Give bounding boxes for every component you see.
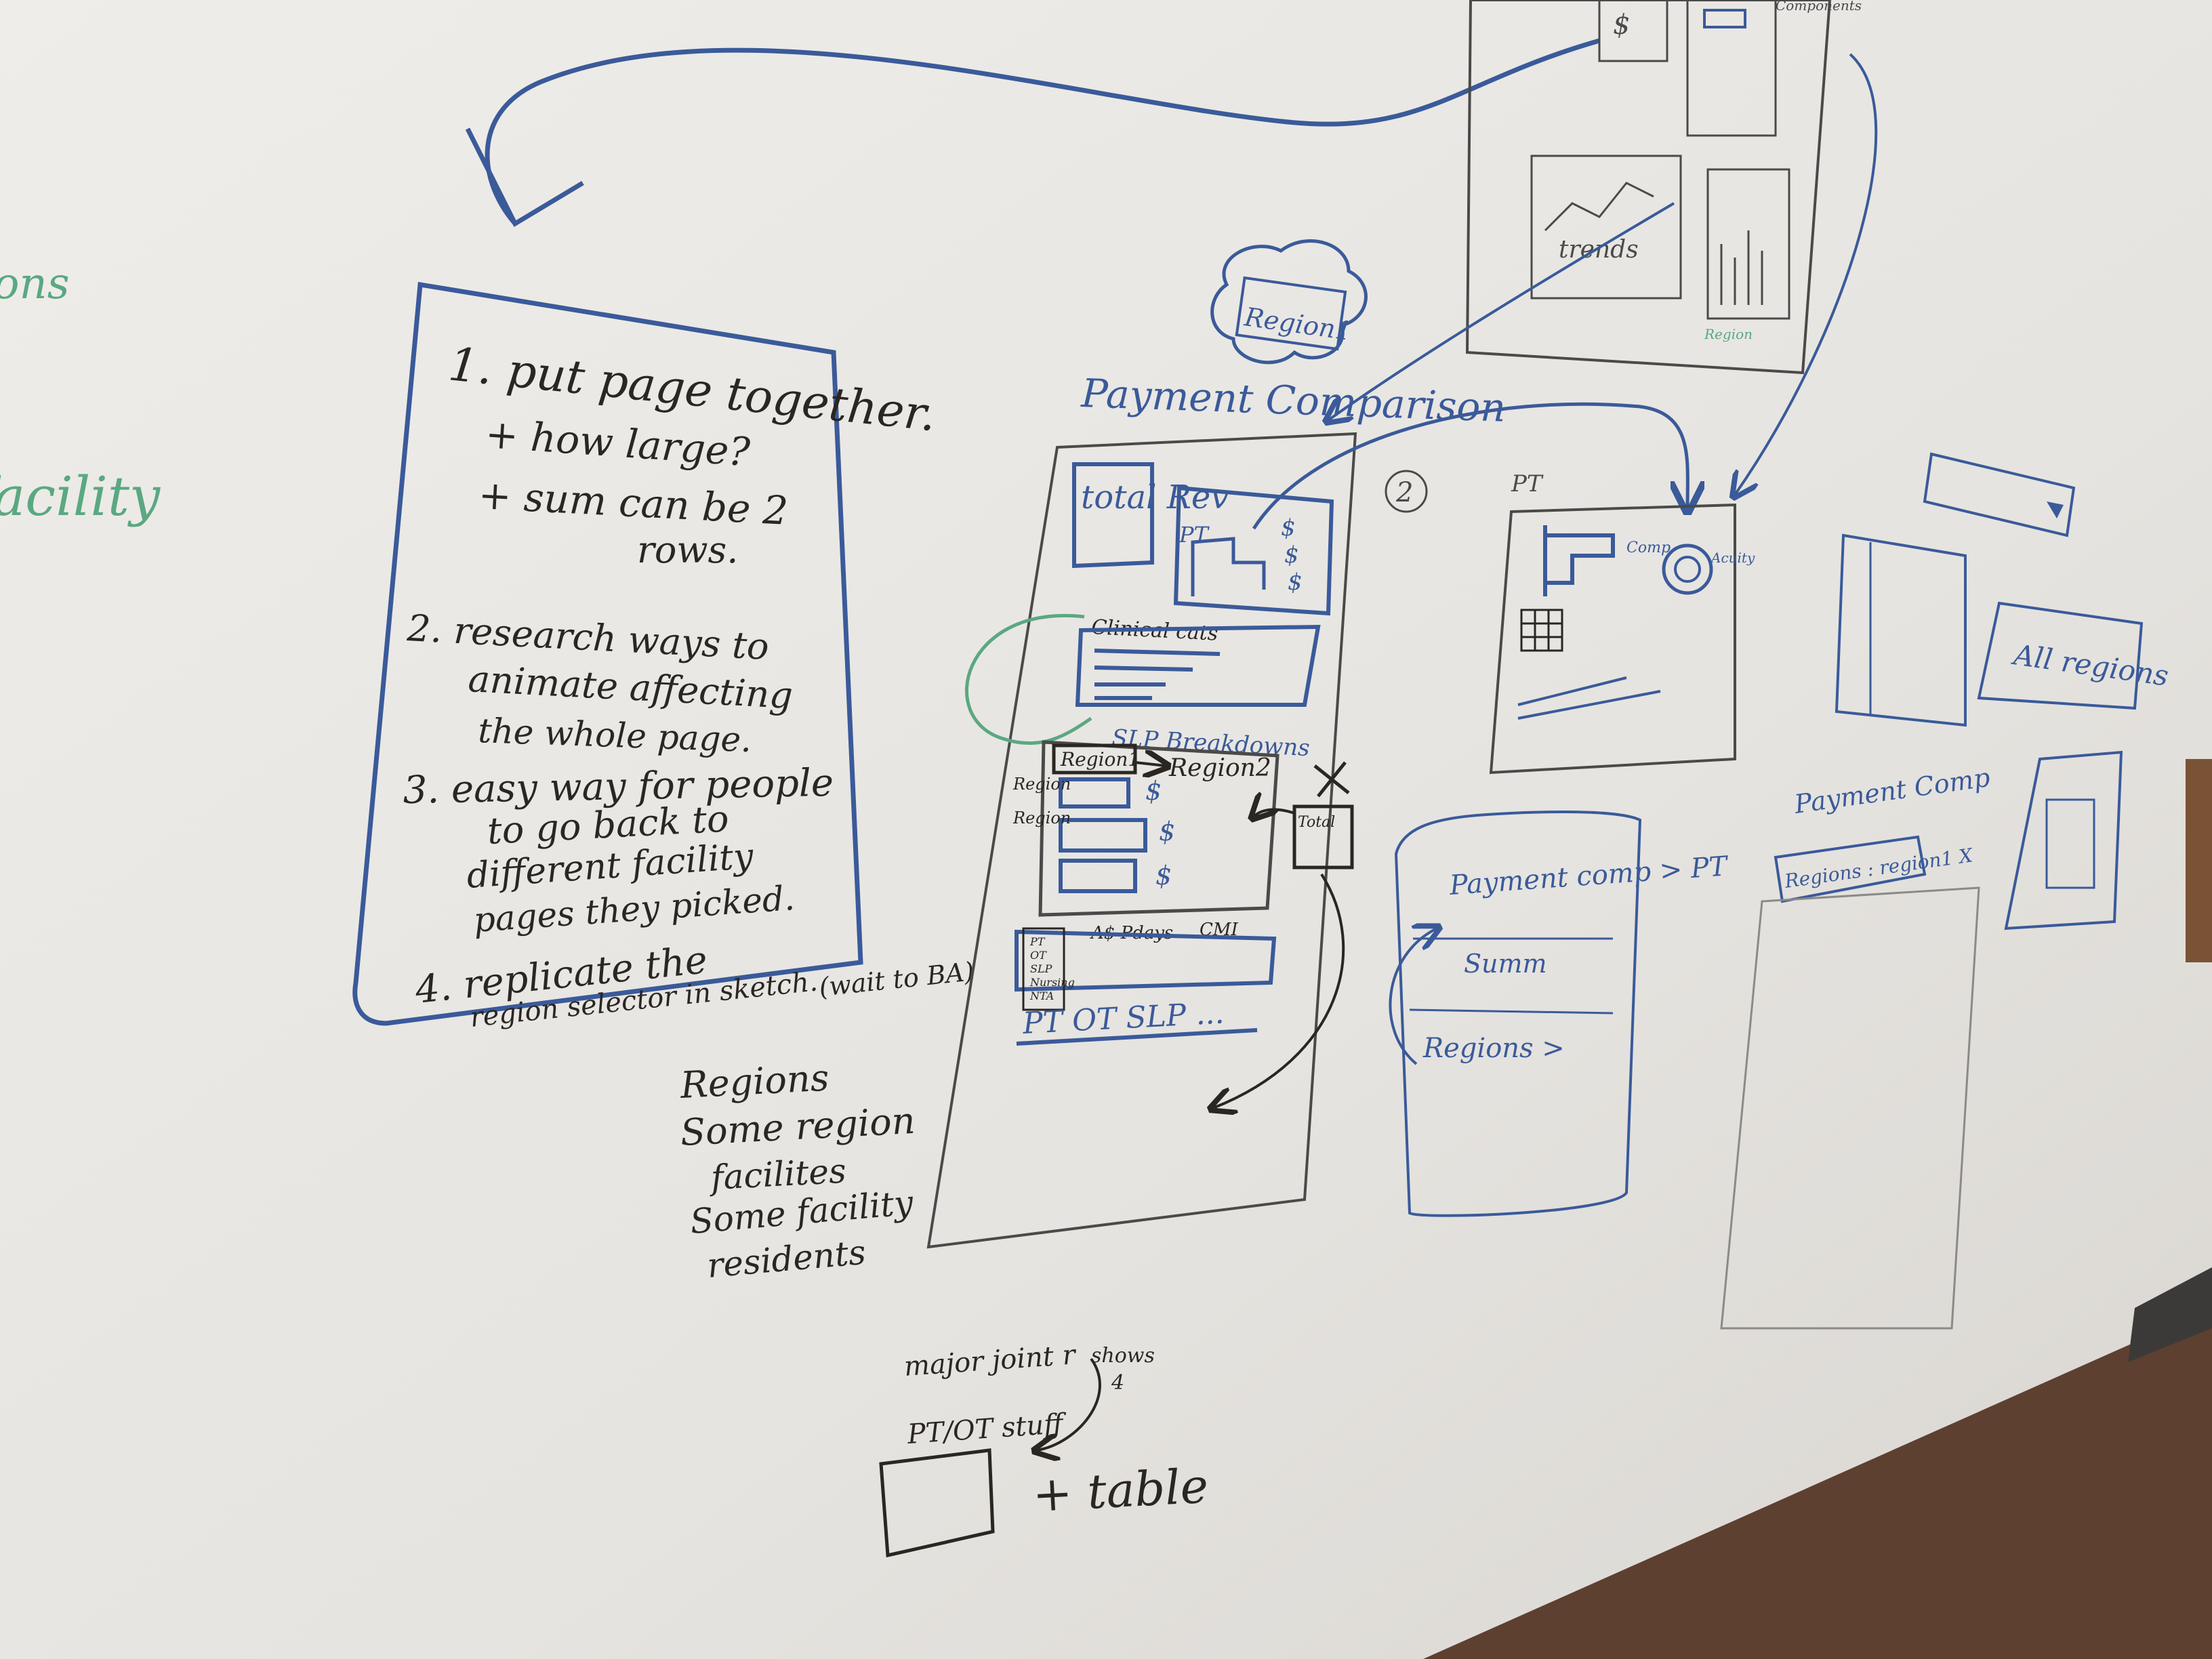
right-tall-panel	[1720, 886, 1980, 1330]
pt-dollar-2: $	[1284, 541, 1299, 569]
clinical-cats-box	[1075, 624, 1321, 707]
black-curve-arrow	[1213, 873, 1345, 1108]
left-fragment-bottom: facility	[0, 465, 161, 528]
top-trends-line	[1544, 182, 1654, 232]
total-rev-label: total Rev	[1081, 478, 1229, 516]
side-region-b: Region	[1012, 808, 1071, 827]
total-arrow	[1254, 810, 1295, 817]
region2-label: Region2	[1168, 754, 1271, 782]
region-filter-box	[1774, 835, 1927, 903]
mini-list-item: SLP	[1030, 962, 1052, 975]
breakdown-dollar-1: $	[1145, 776, 1162, 806]
second-gauge-inner	[1674, 556, 1701, 583]
second-grid	[1520, 609, 1563, 652]
mini-list-item: NTA	[1029, 989, 1054, 1002]
wall-hook	[2186, 759, 2212, 962]
todo-item2-line3: the whole page.	[478, 711, 752, 760]
all-regions-box	[1977, 601, 2144, 710]
region-chip-box	[1052, 743, 1137, 775]
right-dropdown	[1923, 452, 2076, 537]
side-region-a: Region	[1012, 775, 1071, 794]
top-dollar-box	[1598, 0, 1668, 62]
mini-list-item: OT	[1030, 949, 1047, 962]
clinical-cats-lines	[1094, 649, 1221, 700]
breakdowns-box	[1038, 740, 1279, 917]
disciplines-underline	[1016, 1028, 1258, 1046]
breakdown-dollar-2: $	[1159, 817, 1175, 846]
left-fragment-top: ons	[0, 259, 70, 309]
mobile-divider-2	[1409, 1008, 1614, 1015]
total-x-mark	[1313, 761, 1350, 798]
second-acuity-label: Acuity	[1710, 550, 1755, 566]
todo-item1-line4: rows.	[637, 529, 738, 571]
mobile-regions: Regions >	[1422, 1033, 1565, 1064]
pt-chart-steps	[1191, 537, 1266, 596]
bottom-table-box	[879, 1448, 995, 1558]
pt-dollar-1: $	[1281, 514, 1296, 541]
top-curved-arrow	[485, 38, 1600, 226]
second-sketch-page	[1489, 503, 1736, 775]
pt-dollar-3: $	[1288, 569, 1303, 596]
top-trends-label: trends	[1559, 236, 1639, 264]
top-components-chip	[1703, 9, 1746, 28]
top-arrow-left	[1328, 202, 1675, 420]
phone-sketch	[2004, 750, 2123, 930]
second-chart-bars	[1543, 525, 1615, 596]
top-bars	[1720, 230, 1763, 305]
breakdown-bar-1	[1059, 777, 1130, 808]
second-comp-label: Comp	[1626, 539, 1671, 556]
right-panel	[1835, 533, 1967, 727]
top-region-caption: Region	[1704, 326, 1753, 342]
region-arrow	[1134, 762, 1166, 766]
mobile-curve-arrow	[1389, 928, 1437, 1065]
top-trends-box	[1530, 155, 1682, 300]
mobile-sketch-page	[1394, 811, 1642, 1217]
bottom-curve-arrow	[1037, 1357, 1101, 1450]
second-gauge	[1662, 544, 1713, 595]
top-bars-box	[1706, 168, 1790, 320]
bottom-table-label: + table	[1031, 1458, 1210, 1523]
mini-list: PT OT SLP Nursing NTA	[1029, 935, 1075, 1002]
region-chip-label: Region1	[1060, 748, 1140, 771]
top-components-label: Components	[1776, 0, 1862, 14]
bottom-shows: shows	[1091, 1344, 1155, 1368]
breakdown-bar-2	[1059, 818, 1147, 853]
board-edge	[2128, 1267, 2212, 1362]
top-dollar: $	[1613, 9, 1630, 41]
breakdown-dollar-3: $	[1155, 861, 1172, 890]
top-components-box	[1686, 0, 1777, 137]
right-dropdown-caret	[2047, 501, 2064, 518]
mini-list-item: Nursing	[1029, 976, 1075, 989]
arrowhead-top	[465, 127, 584, 227]
second-sketch-number-ring	[1385, 470, 1428, 513]
second-lines	[1517, 676, 1661, 720]
blue-arrow-to-second	[1252, 402, 1687, 530]
todo-box	[352, 281, 863, 1026]
total-label: Total	[1298, 814, 1335, 831]
top-sketch-page	[1465, 0, 1832, 375]
region-cloud-chip	[1235, 276, 1347, 351]
table-box	[1015, 929, 1277, 992]
hierarchy-line3: facilites	[708, 1151, 847, 1198]
green-loop-arrow	[964, 613, 1092, 745]
mini-list-item: PT	[1029, 935, 1046, 948]
total-box	[1292, 804, 1354, 869]
top-arrow-down	[1735, 53, 1878, 495]
breakdown-bar-3	[1059, 859, 1137, 893]
second-sketch-number: 2	[1395, 477, 1413, 508]
second-pt-arrow-label: PT	[1511, 470, 1544, 497]
bottom-shows-count: 4	[1111, 1371, 1124, 1395]
total-rev-box	[1072, 462, 1154, 569]
main-sketch-page	[926, 432, 1357, 1249]
mini-list-box	[1022, 927, 1065, 1011]
todo-item3-line1: 3. easy way for people	[403, 761, 834, 813]
hierarchy-line1: Regions	[678, 1057, 830, 1107]
mobile-summ: Summ	[1464, 949, 1547, 979]
phone-screen	[2045, 798, 2095, 889]
